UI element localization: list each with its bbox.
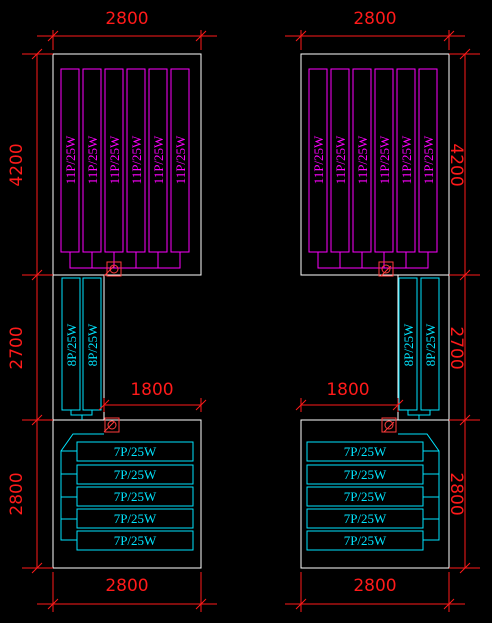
string-label: 11P/25W	[151, 135, 166, 184]
string-label: 11P/25W	[107, 135, 122, 184]
string-label: 11P/25W	[311, 135, 326, 184]
width-dimension-top: 2800	[353, 9, 396, 29]
left-top-room-outline	[52, 53, 202, 276]
left-bottom-room-outline	[52, 419, 202, 569]
string-label: 7P/25W	[344, 444, 387, 459]
string-label: 11P/25W	[333, 135, 348, 184]
string-label: 11P/25W	[355, 135, 370, 184]
height-dimension-middle: 2700	[446, 326, 466, 369]
height-dimension-bottom: 2800	[7, 472, 27, 515]
left-dimension-lines	[22, 30, 217, 612]
right-top-connector	[378, 261, 394, 277]
width-dimension-top: 2800	[105, 9, 148, 29]
left-bottom-labels: 7P/25W 7P/25W 7P/25W 7P/25W 7P/25W	[114, 444, 157, 548]
string-label: 7P/25W	[114, 533, 157, 548]
string-label: 11P/25W	[399, 135, 414, 184]
right-layout: 11P/25W 11P/25W 11P/25W 11P/25W 11P/25W …	[285, 9, 480, 612]
string-label: 11P/25W	[129, 135, 144, 184]
right-bottom-module-group	[306, 433, 440, 551]
height-dimension-middle: 2700	[7, 326, 27, 369]
width-dimension-bottom: 2800	[105, 576, 148, 596]
top-bus	[69, 252, 181, 269]
string-label: 8P/25W	[423, 323, 438, 366]
string-label: 11P/25W	[173, 135, 188, 184]
height-dimension-top: 4200	[7, 143, 27, 186]
left-middle-module-group	[61, 277, 102, 420]
left-bottom-connector	[103, 417, 120, 433]
right-top-module-group	[308, 68, 438, 269]
left-bottom-module-group	[60, 433, 194, 551]
left-top-labels: 11P/25W 11P/25W 11P/25W 11P/25W 11P/25W …	[63, 135, 188, 184]
right-middle-module-group	[398, 277, 440, 420]
string-label: 11P/25W	[63, 135, 78, 184]
right-bottom-connector	[381, 417, 397, 433]
string-label: 7P/25W	[114, 467, 157, 482]
right-bottom-room-outline	[300, 419, 450, 569]
string-label: 7P/25W	[344, 467, 387, 482]
string-label: 11P/25W	[421, 135, 436, 184]
string-label: 7P/25W	[344, 533, 387, 548]
string-label: 8P/25W	[64, 323, 79, 366]
left-top-connector	[103, 261, 122, 277]
left-top-module-group	[60, 68, 190, 269]
string-label: 8P/25W	[401, 323, 416, 366]
string-label: 11P/25W	[85, 135, 100, 184]
string-label: 7P/25W	[344, 511, 387, 526]
string-label: 7P/25W	[114, 489, 157, 504]
right-dimension-lines	[285, 30, 480, 612]
height-dimension-top: 4200	[446, 143, 466, 186]
string-label: 7P/25W	[114, 511, 157, 526]
height-dimension-bottom: 2800	[446, 472, 466, 515]
right-bottom-labels: 7P/25W 7P/25W 7P/25W 7P/25W 7P/25W	[344, 444, 387, 548]
left-layout: 11P/25W 11P/25W 11P/25W 11P/25W 11P/25W …	[7, 9, 217, 612]
string-label: 7P/25W	[344, 489, 387, 504]
width-dimension-bottom: 2800	[353, 576, 396, 596]
string-label: 11P/25W	[377, 135, 392, 184]
right-top-labels: 11P/25W 11P/25W 11P/25W 11P/25W 11P/25W …	[311, 135, 436, 184]
corridor-dimension: 1800	[326, 380, 369, 400]
right-top-room-outline	[300, 53, 450, 276]
corridor-dimension: 1800	[130, 380, 173, 400]
string-label: 7P/25W	[114, 444, 157, 459]
string-label: 8P/25W	[85, 323, 100, 366]
